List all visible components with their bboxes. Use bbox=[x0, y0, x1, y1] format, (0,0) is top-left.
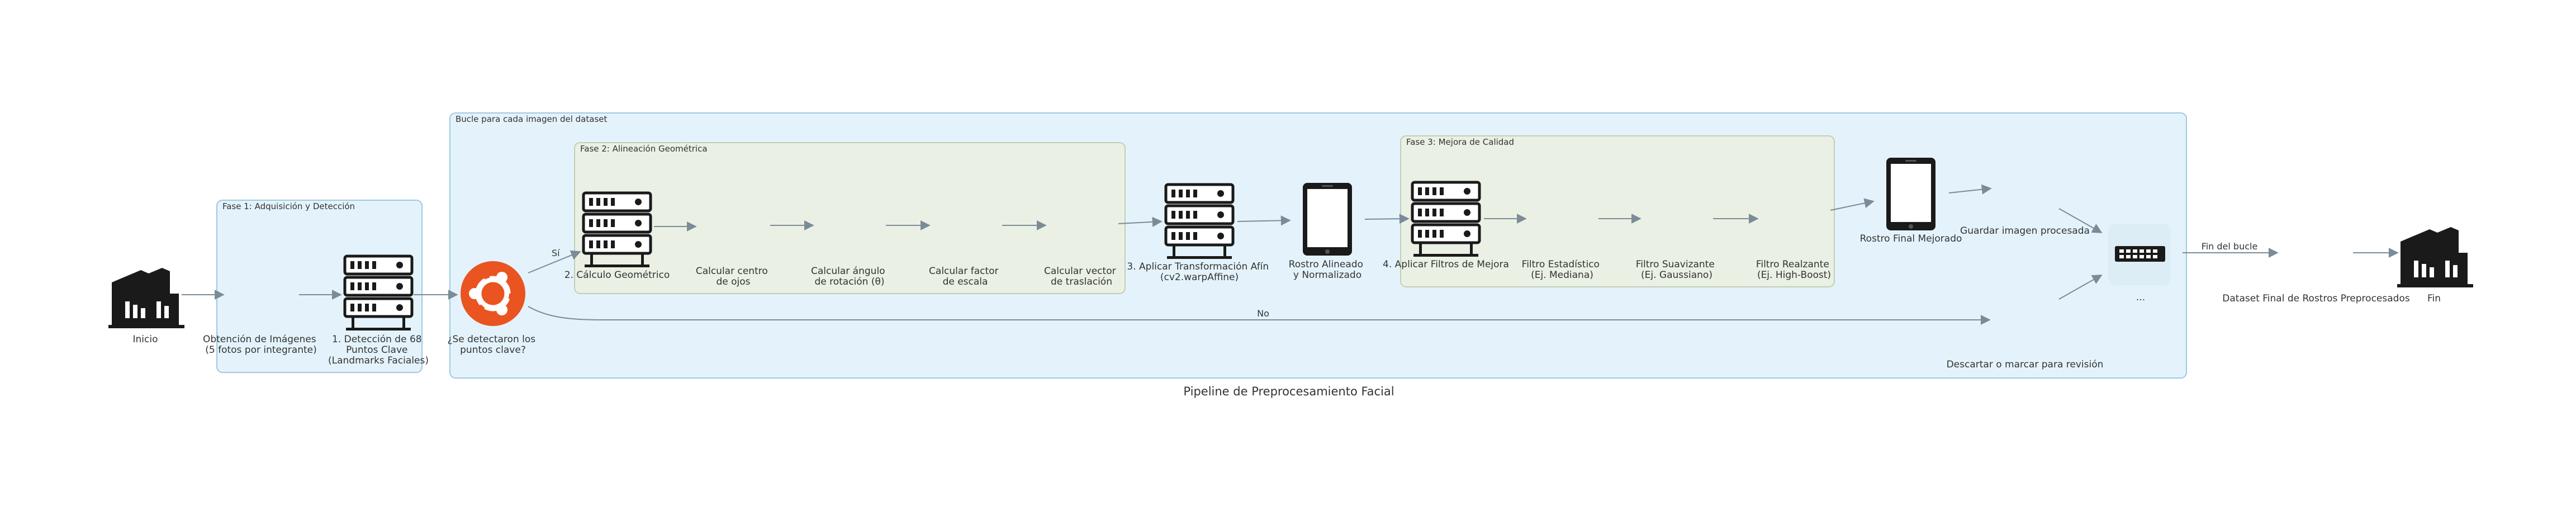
factory-icon bbox=[108, 268, 184, 328]
cluster-fase1-label: Fase 1: Adquisición y Detección bbox=[222, 201, 355, 211]
factory-icon bbox=[2397, 227, 2473, 287]
edge-label-no: No bbox=[1257, 308, 1269, 319]
edge-descartar-merge bbox=[2058, 275, 2103, 300]
edge-label-fin-bucle: Fin del bucle bbox=[2202, 241, 2258, 252]
node-merge: ... bbox=[2108, 224, 2171, 303]
edge-guardar-merge bbox=[2058, 208, 2103, 233]
node-descartar: Descartar o marcar para revisión bbox=[1947, 359, 2104, 370]
node-final: Rostro Final Mejorado bbox=[1860, 158, 1962, 244]
node-suavizante: Filtro Suavizante (Ej. Gaussiano) bbox=[1636, 259, 1718, 281]
edge-realzante-final bbox=[1830, 198, 1875, 211]
cluster-fase3: Fase 3: Mejora de Calidad bbox=[1400, 135, 1835, 287]
cluster-fase2-box bbox=[574, 142, 1126, 294]
node-deteccion-label: 1. Detección de 68 Puntos Clave (Landmar… bbox=[328, 334, 429, 366]
ubuntu-icon bbox=[461, 261, 525, 326]
node-obtencion-label: Obtención de Imágenes (5 fotos por integ… bbox=[203, 334, 319, 356]
node-calculo: 2. Cálculo Geométrico bbox=[564, 193, 670, 281]
node-fin: Fin bbox=[2397, 227, 2473, 304]
cluster-fase2-label: Fase 2: Alineación Geométrica bbox=[580, 144, 708, 154]
node-vector-label: Calcular vector de traslación bbox=[1044, 266, 1119, 287]
node-decision-label: ¿Se detectaron los puntos clave? bbox=[447, 334, 538, 356]
node-calculo-label: 2. Cálculo Geométrico bbox=[564, 270, 670, 281]
node-descartar-label: Descartar o marcar para revisión bbox=[1947, 359, 2104, 370]
node-decision: ¿Se detectaron los puntos clave? bbox=[447, 261, 538, 356]
node-suavizante-label: Filtro Suavizante (Ej. Gaussiano) bbox=[1636, 259, 1718, 281]
node-inicio: Inicio bbox=[108, 268, 184, 345]
node-final-label: Rostro Final Mejorado bbox=[1860, 233, 1962, 244]
node-centro: Calcular centro de ojos bbox=[696, 266, 771, 287]
diagram-title: Pipeline de Preprocesamiento Facial bbox=[1183, 385, 1394, 398]
node-afin-label: 3. Aplicar Transformación Afín (cv2.warp… bbox=[1127, 261, 1272, 283]
edge-vector-afin bbox=[1118, 216, 1163, 227]
edge-final-guardar bbox=[1948, 184, 1992, 195]
node-factor-label: Calcular factor de escala bbox=[929, 266, 1002, 287]
node-factor: Calcular factor de escala bbox=[929, 266, 1002, 287]
switch-icon bbox=[2115, 246, 2165, 262]
node-fin-label: Fin bbox=[2427, 293, 2441, 304]
node-inicio-label: Inicio bbox=[133, 334, 158, 345]
node-deteccion: 1. Detección de 68 Puntos Clave (Landmar… bbox=[328, 256, 429, 366]
edges bbox=[182, 184, 2399, 325]
edge-decision-descartar bbox=[528, 306, 1991, 325]
edge-label-si: Sí bbox=[552, 248, 560, 258]
cluster-fase3-label: Fase 3: Mejora de Calidad bbox=[1406, 137, 1514, 147]
cluster-fase3-box bbox=[1400, 135, 1835, 287]
node-dataset: Dataset Final de Rostros Preprocesados bbox=[2222, 293, 2410, 304]
node-filtros-label: 4. Aplicar Filtros de Mejora bbox=[1383, 259, 1509, 270]
node-estadistico-label: Filtro Estadístico (Ej. Mediana) bbox=[1522, 259, 1603, 281]
node-angulo: Calcular ángulo de rotación (θ) bbox=[811, 266, 888, 287]
cluster-loop-label: Bucle para cada imagen del dataset bbox=[456, 114, 607, 124]
node-dataset-label: Dataset Final de Rostros Preprocesados bbox=[2222, 293, 2410, 304]
node-realzante-label: Filtro Realzante (Ej. High-Boost) bbox=[1756, 259, 1832, 281]
node-angulo-label: Calcular ángulo de rotación (θ) bbox=[811, 266, 888, 287]
node-vector: Calcular vector de traslación bbox=[1044, 266, 1119, 287]
node-obtencion: Obtención de Imágenes (5 fotos por integ… bbox=[203, 334, 319, 356]
node-afin: 3. Aplicar Transformación Afín (cv2.warp… bbox=[1127, 185, 1272, 283]
node-merge-label: ... bbox=[2136, 292, 2145, 303]
node-realzante: Filtro Realzante (Ej. High-Boost) bbox=[1756, 259, 1832, 281]
tablet-icon bbox=[1886, 158, 1935, 230]
node-alineado: Rostro Alineado y Normalizado bbox=[1289, 183, 1367, 281]
node-filtros: 4. Aplicar Filtros de Mejora bbox=[1383, 182, 1509, 270]
node-alineado-label: Rostro Alineado y Normalizado bbox=[1289, 259, 1367, 281]
tablet-icon bbox=[1303, 183, 1352, 256]
edge-decision-calculo bbox=[528, 250, 581, 273]
cluster-fase2: Fase 2: Alineación Geométrica bbox=[574, 142, 1126, 294]
edge-afin-alineado bbox=[1237, 215, 1291, 226]
node-centro-label: Calcular centro de ojos bbox=[696, 266, 771, 287]
node-guardar-label: Guardar imagen procesada bbox=[1960, 225, 2090, 237]
node-guardar: Guardar imagen procesada bbox=[1960, 225, 2090, 237]
node-estadistico: Filtro Estadístico (Ej. Mediana) bbox=[1522, 259, 1603, 281]
